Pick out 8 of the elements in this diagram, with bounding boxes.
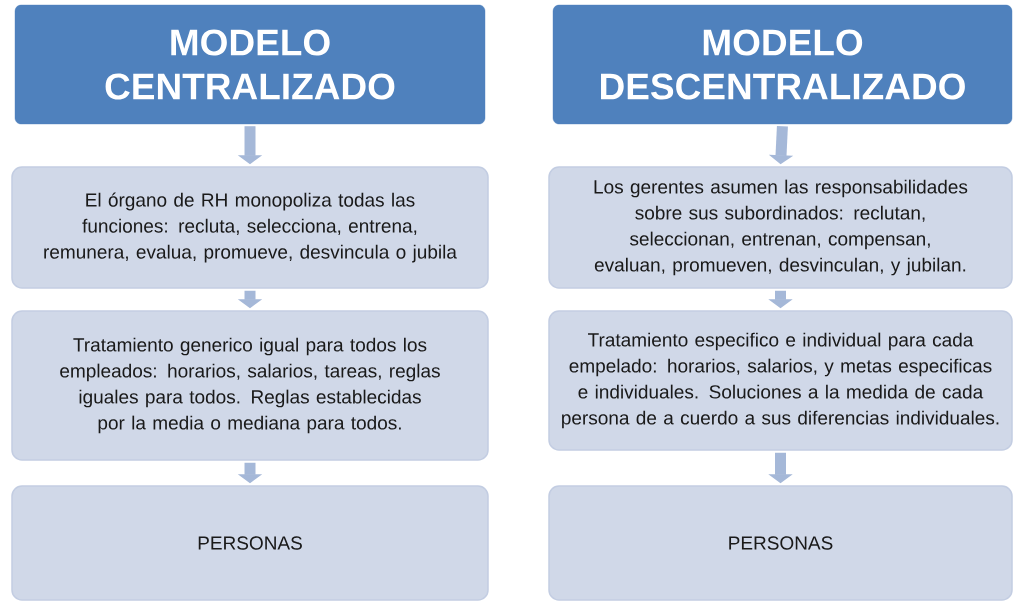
title-box: MODELO DESCENTRALIZADO [552, 4, 1013, 125]
process-box: Tratamiento generico igual para todos los empleados: horarios, salarios, tareas, reglas iguales para todos. Reglas establecidas por la media o mediana para todos. [11, 310, 489, 461]
process-box: El órgano de RH monopoliza todas las funciones: recluta, selecciona, entrena, remunera, evalua, promueve, desvincula o jubila [11, 166, 489, 289]
process-box: PERSONAS [11, 485, 489, 601]
process-box: Tratamiento especifico e individual para cada empelado: horarios, salarios, y metas especificas e individuales. Soluciones a la medida de cada persona de a cuerdo a sus diferencias individuales. [548, 310, 1013, 451]
process-box: PERSONAS [548, 485, 1013, 601]
title-box: MODELO CENTRALIZADO [14, 4, 486, 125]
process-box: Los gerentes asumen las responsabilidades sobre sus subordinados: reclutan, seleccionan, entrenan, compensan, evaluan, promueven, desvinculan, y jubilan. [548, 166, 1013, 289]
